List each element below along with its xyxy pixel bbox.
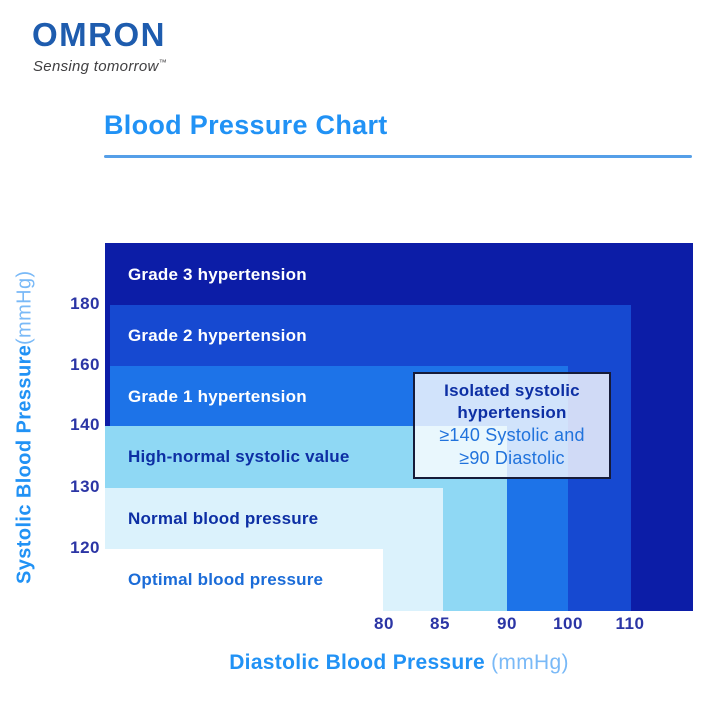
band-label-high-normal: High-normal systolic value (128, 447, 350, 466)
xtick-100: 100 (553, 614, 583, 633)
tagline-text: Sensing tomorrow (33, 58, 159, 75)
y-axis-unit: (mmHg) (13, 270, 36, 345)
band-optimal (105, 549, 383, 611)
band-label-grade1: Grade 1 hypertension (128, 387, 307, 406)
brand-tagline: Sensing tomorrow™ (33, 58, 167, 75)
ytick-120: 120 (70, 538, 100, 557)
ytick-160: 160 (70, 355, 100, 374)
callout-detail-line1: ≥140 Systolic and (439, 425, 585, 445)
ytick-130: 130 (70, 477, 100, 496)
callout-title-line2: hypertension (457, 403, 567, 422)
page-title: Blood Pressure Chart (104, 110, 388, 140)
x-axis-title-text: Diastolic Blood Pressure (229, 651, 485, 674)
band-label-optimal: Optimal blood pressure (128, 570, 324, 589)
y-axis-title-text: Systolic Blood Pressure (13, 344, 36, 584)
band-label-normal: Normal blood pressure (128, 509, 319, 528)
y-axis-title: Systolic Blood Pressure (mmHg) (8, 243, 42, 611)
omron-logo: OMRON (32, 16, 166, 53)
isolated-systolic-callout: Isolated systolic hypertension ≥140 Syst… (413, 372, 611, 479)
xtick-80: 80 (374, 614, 394, 633)
band-label-grade3: Grade 3 hypertension (128, 265, 307, 284)
xtick-90: 90 (497, 614, 517, 633)
ytick-140: 140 (70, 415, 100, 434)
callout-title-line1: Isolated systolic (444, 381, 580, 400)
x-axis-unit: (mmHg) (485, 651, 569, 674)
x-axis-title: Diastolic Blood Pressure (mmHg) (105, 651, 693, 675)
trademark-symbol: ™ (158, 58, 167, 67)
band-label-grade2: Grade 2 hypertension (128, 326, 307, 345)
xtick-85: 85 (430, 614, 450, 633)
ytick-180: 180 (70, 294, 100, 313)
callout-detail-line2: ≥90 Diastolic (459, 448, 565, 468)
title-underline (104, 155, 692, 158)
xtick-110: 110 (615, 614, 645, 633)
